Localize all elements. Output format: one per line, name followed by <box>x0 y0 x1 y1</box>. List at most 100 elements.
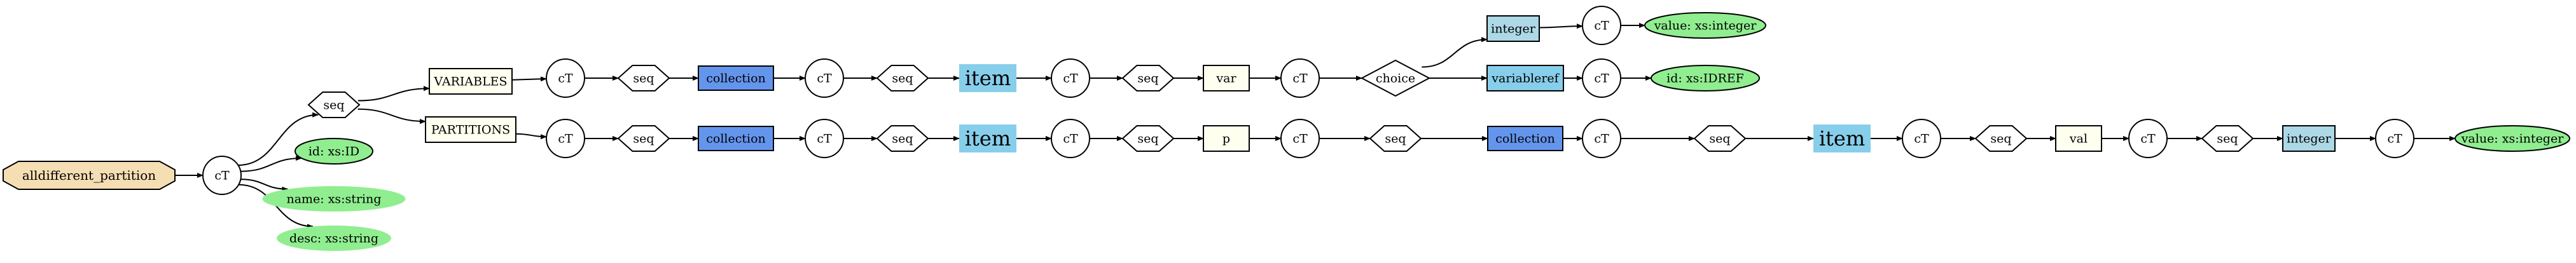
node-label-seq7: seq <box>1385 132 1406 146</box>
node-shape-ct3 <box>1051 58 1090 98</box>
node-label-ct1: cT <box>558 72 573 86</box>
node-ct3: cT <box>1051 58 1090 98</box>
node-collection2: collection <box>698 126 774 151</box>
node-value2: value: xs:integer <box>2455 125 2570 152</box>
node-label-ct13: cT <box>2140 132 2156 146</box>
node-shape-seq5 <box>876 125 929 152</box>
node-shape-seq8 <box>1693 125 1747 152</box>
node-label-idref: id: xs:IDREF <box>1666 72 1744 86</box>
node-item1: item <box>959 64 1016 92</box>
node-shape-collection3 <box>1487 126 1563 151</box>
node-shape-ct6 <box>1582 58 1621 98</box>
node-label-ct6: cT <box>1594 72 1609 86</box>
edge-ct0-to-attr_id <box>240 156 303 172</box>
node-seq3: seq <box>1121 65 1175 91</box>
node-label-collection1: collection <box>706 72 766 86</box>
node-shape-ct14 <box>2375 119 2414 158</box>
node-label-attr_name: name: xs:string <box>286 192 381 206</box>
node-label-seq1: seq <box>633 72 654 86</box>
node-var: var <box>1203 65 1250 91</box>
node-label-ct14: cT <box>2387 132 2402 146</box>
node-label-variableref: variableref <box>1491 72 1560 86</box>
node-ct12: cT <box>1902 119 1941 158</box>
node-shape-integer2 <box>2282 125 2336 152</box>
node-ct5: cT <box>1582 6 1621 45</box>
node-shape-var <box>1203 65 1250 91</box>
node-label-p: p <box>1222 132 1230 146</box>
node-seq5: seq <box>876 125 929 152</box>
node-shape-item2 <box>959 125 1016 152</box>
node-seq6: seq <box>1121 125 1175 152</box>
edge-variables-to-ct1 <box>511 76 547 82</box>
node-label-ct11: cT <box>1594 132 1609 146</box>
node-ct7: cT <box>546 119 585 158</box>
node-label-attr_desc: desc: xs:string <box>289 232 378 246</box>
node-shape-integer1 <box>1486 15 1540 42</box>
node-val: val <box>2055 125 2102 152</box>
node-shape-ct7 <box>546 119 585 158</box>
node-seq2: seq <box>876 65 929 91</box>
node-shape-ct5 <box>1582 6 1621 45</box>
node-ct0: cT <box>202 156 242 195</box>
node-shape-ct8 <box>805 119 844 158</box>
node-item3: item <box>1813 125 1871 152</box>
node-seq10: seq <box>2201 125 2254 152</box>
node-label-ct7: cT <box>558 132 573 146</box>
node-label-seq5: seq <box>892 132 913 146</box>
node-shape-item1 <box>959 64 1016 92</box>
node-label-value1: value: xs:integer <box>1654 19 1757 33</box>
edge-ct0-to-seq0 <box>238 112 319 166</box>
node-label-val: val <box>2069 132 2088 146</box>
node-ct1: cT <box>546 58 585 98</box>
node-label-partitions: PARTITIONS <box>431 123 510 137</box>
node-label-attr_id: id: xs:ID <box>308 145 359 159</box>
node-shape-ct1 <box>546 58 585 98</box>
node-label-root: alldifferent_partition <box>22 168 156 183</box>
edge-seq0-to-partitions <box>357 108 426 125</box>
node-shape-seq4 <box>617 125 670 152</box>
node-label-integer1: integer <box>1491 22 1536 36</box>
node-ct11: cT <box>1582 119 1621 158</box>
node-label-item2: item <box>965 126 1011 151</box>
node-shape-seq3 <box>1121 65 1175 91</box>
node-seq4: seq <box>617 125 670 152</box>
node-item2: item <box>959 125 1016 152</box>
node-ct8: cT <box>805 119 844 158</box>
node-collection3: collection <box>1487 126 1563 151</box>
edges-layer <box>175 23 2456 229</box>
node-shape-partitions <box>425 116 516 143</box>
node-label-seq4: seq <box>633 132 654 146</box>
node-value1: value: xs:integer <box>1644 12 1766 39</box>
node-shape-value1 <box>1644 12 1766 39</box>
node-label-seq8: seq <box>1709 132 1730 146</box>
edge-partitions-to-ct7 <box>515 133 548 140</box>
node-label-value2: value: xs:integer <box>2461 132 2565 146</box>
node-label-ct4: cT <box>1292 72 1308 86</box>
node-seq7: seq <box>1369 125 1422 152</box>
node-ct14: cT <box>2375 119 2414 158</box>
node-label-seq6: seq <box>1137 132 1158 146</box>
node-label-ct10: cT <box>1292 132 1308 146</box>
node-partitions: PARTITIONS <box>425 116 516 143</box>
node-label-choice: choice <box>1376 72 1415 86</box>
node-shape-ct13 <box>2128 119 2168 158</box>
node-shape-collection1 <box>698 65 774 91</box>
node-attr_name: name: xs:string <box>262 186 406 212</box>
node-ct9: cT <box>1051 119 1090 158</box>
nodes-layer: alldifferent_partition cT id: xs:ID name: x… <box>3 6 2570 251</box>
node-seq1: seq <box>617 65 670 91</box>
node-shape-ct12 <box>1902 119 1941 158</box>
node-ct10: cT <box>1280 119 1320 158</box>
node-ct2: cT <box>805 58 844 98</box>
node-shape-seq10 <box>2201 125 2254 152</box>
node-label-variables: VARIABLES <box>433 75 507 89</box>
node-label-ct12: cT <box>1914 132 1929 146</box>
node-label-collection2: collection <box>706 132 766 146</box>
node-shape-seq6 <box>1121 125 1175 152</box>
node-shape-ct9 <box>1051 119 1090 158</box>
node-label-seq3: seq <box>1137 72 1158 86</box>
node-root: alldifferent_partition <box>3 161 176 190</box>
node-label-item1: item <box>965 66 1011 90</box>
node-shape-value2 <box>2455 125 2570 152</box>
node-variables: VARIABLES <box>429 68 513 95</box>
